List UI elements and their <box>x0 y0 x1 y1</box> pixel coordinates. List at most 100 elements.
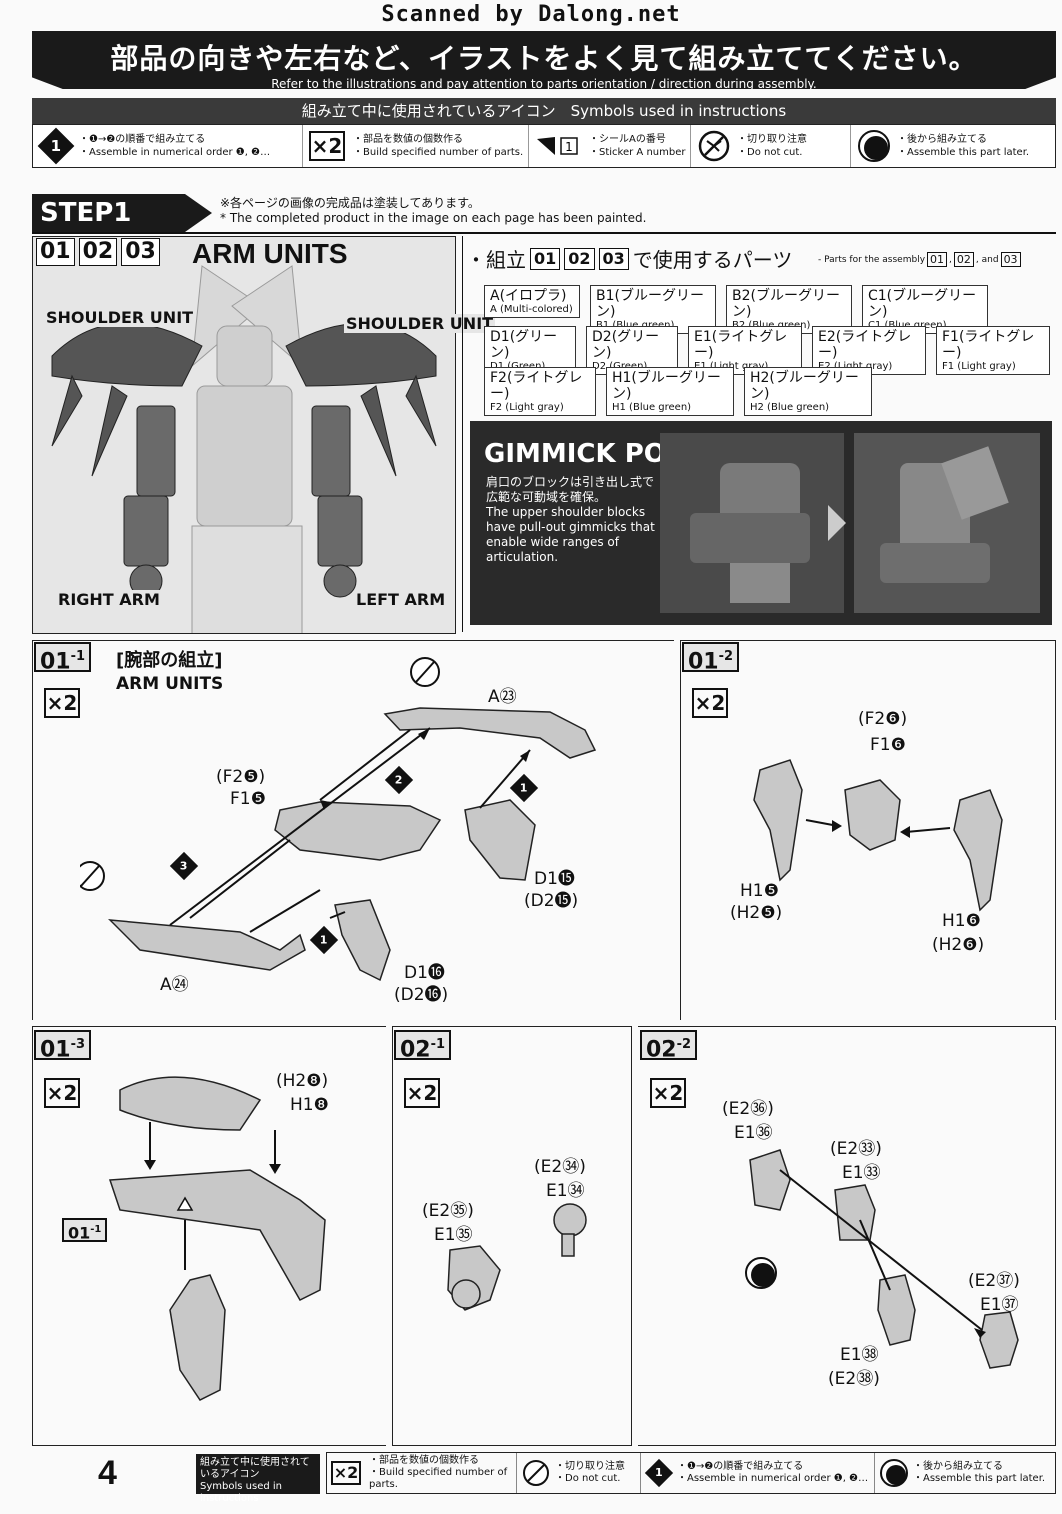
section-02-1-tag: 02-1 <box>394 1030 452 1062</box>
s013-x2-icon: ×2 <box>44 1078 80 1108</box>
c-e2-37: (E2㊲) <box>968 1271 1020 1291</box>
assemble-later-icon-2 <box>745 1257 777 1289</box>
c-a24: A㉔ <box>160 975 189 995</box>
s022-x2-icon: ×2 <box>650 1078 686 1108</box>
banner-jp: 部品の向きや左右など、イラストをよく見て組み立ててください。 <box>110 42 978 75</box>
c-e2-36: (E2㊱) <box>722 1099 774 1119</box>
step-number-02: 02 <box>78 238 118 266</box>
part-d2: D2(グリーン)D2 (Green) <box>586 326 678 375</box>
part-f2: F2(ライトグレー)F2 (Light gray) <box>484 367 596 416</box>
c-e2-33: (E2㉝) <box>830 1139 882 1159</box>
order-diamond-icon: 1 <box>37 127 75 165</box>
c-h1-5: H1❺ <box>740 881 779 901</box>
footer-do-not-cut-icon <box>523 1460 549 1486</box>
section-01-3 <box>32 1026 386 1446</box>
section-01-1-jp: [腕部の組立] <box>116 650 223 671</box>
s012-x2-icon: ×2 <box>692 688 728 718</box>
s011-x2-icon: ×2 <box>44 688 80 718</box>
gimmick-photos <box>660 433 1040 613</box>
c-f1-6: F1❻ <box>870 735 906 755</box>
c-d2-16: (D2⓰) <box>394 985 449 1005</box>
c-e2-38: (E2㊳) <box>828 1369 880 1389</box>
gimmick-point-panel: GIMMICK POINT 肩口のブロックは引き出し式で広範な可動域を確保。 T… <box>470 421 1052 625</box>
section-01-1 <box>32 640 674 1020</box>
symbol-count: ×2 ・部品を数値の個数作る・Build specified number of… <box>303 125 529 167</box>
section-02-2 <box>638 1026 1056 1446</box>
s021-diagram <box>447 1203 587 1311</box>
section-01-3-tag: 01-3 <box>34 1030 92 1062</box>
part-e1: E1(ライトグレー)E1 (Light gray) <box>688 326 802 375</box>
c-e1-33: E1㉝ <box>842 1163 881 1183</box>
part-h1: H1(ブルーグリーン)H1 (Blue green) <box>606 367 734 416</box>
part-b2: B2(ブルーグリーン)B2 (Blue green) <box>726 285 852 334</box>
s011-diagram <box>80 657 597 982</box>
footer-icons-label: 組み立て中に使用されているアイコン Symbols used in instru… <box>196 1454 320 1504</box>
right-arm-label: RIGHT ARM <box>56 590 162 609</box>
parts-note: - Parts for the assembly 01, 02 , and 03 <box>818 252 1021 267</box>
footer-x2-icon: ×2 <box>331 1461 361 1485</box>
footer-legend: ×2 ・部品を数値の個数作る・Build specified number of… <box>326 1452 1056 1494</box>
c-d2-15: (D2⓯) <box>524 891 579 911</box>
part-d1: D1(グリーン)D1 (Green) <box>484 326 576 375</box>
part-e2: E2(ライトグレー)E2 (Light gray) <box>812 326 926 375</box>
sticker-icon: 1 <box>537 137 578 155</box>
symbol-sticker: 1 ・シールAの番号・Sticker A number <box>529 125 691 167</box>
c-e1-38: E1㊳ <box>840 1345 879 1365</box>
section-02-2-tag: 02-2 <box>640 1030 698 1062</box>
c-a23: A㉓ <box>488 687 517 707</box>
step-number-01: 01 <box>36 238 75 266</box>
section-02-1 <box>392 1026 632 1446</box>
assemble-later-icon <box>858 130 890 162</box>
banner-en: Refer to the illustrations and pay atten… <box>271 77 817 91</box>
c-e1-36: E1㊱ <box>734 1123 773 1143</box>
c-d1-16: D1⓰ <box>404 963 445 983</box>
c-h2-6: (H2❻) <box>932 935 985 955</box>
part-a: A(イロプラ)A (Multi-colored) <box>484 285 580 318</box>
c-f2-5: (F2❺) <box>216 767 266 787</box>
c-h1-6: H1❻ <box>942 911 981 931</box>
c-e1-34: E1㉞ <box>546 1181 585 1201</box>
part-c1: C1(ブルーグリーン)C1 (Blue green) <box>862 285 988 334</box>
c-h1-8: H1❽ <box>290 1095 329 1115</box>
do-not-cut-icon <box>698 130 730 162</box>
hero-image <box>32 236 456 635</box>
section-01-1-en: ARM UNITS <box>116 674 224 694</box>
c-e1-37: E1㊲ <box>980 1295 1019 1315</box>
c-d1-15: D1⓯ <box>534 869 575 889</box>
c-e1-35: E1㉟ <box>434 1225 473 1245</box>
x2-icon: ×2 <box>309 131 345 161</box>
step-number-03: 03 <box>121 238 160 266</box>
s013-diagram <box>108 1076 326 1401</box>
c-e2-34: (E2㉞) <box>534 1157 586 1177</box>
robot-illustration <box>32 236 456 635</box>
scanner-watermark: Scanned by Dalong.net <box>381 2 681 27</box>
section-01-2 <box>680 640 1056 1020</box>
s022-diagram <box>749 1149 1019 1369</box>
c-f1-5: F1❺ <box>230 789 266 809</box>
c-h2-5: (H2❺) <box>730 903 783 923</box>
step-tab: STEP1 <box>32 194 212 232</box>
c-e2-35: (E2㉟) <box>422 1201 474 1221</box>
symbol-order: 1 ・❶→❷の順番で組み立てる・Assemble in numerical or… <box>33 125 303 167</box>
part-h2: H2(ブルーグリーン)H2 (Blue green) <box>744 367 872 416</box>
painted-note: ※各ページの画像の完成品は塗装してあります。 * The completed p… <box>220 196 647 225</box>
symbol-nocut: ・切り取り注意・Do not cut. <box>691 125 851 167</box>
section-01-1-tag: 01-1 <box>34 642 92 674</box>
svg-text:1: 1 <box>565 140 573 154</box>
ref-01-1-tag: 01-1 <box>62 1218 108 1242</box>
s021-x2-icon: ×2 <box>404 1078 440 1108</box>
symbol-later: ・後から組み立てる・Assemble this part later. <box>851 125 1051 167</box>
page-number: 4 <box>98 1454 117 1492</box>
step-numbers: 01 02 03 <box>36 238 160 266</box>
c-f2-6: (F2❻) <box>858 709 908 729</box>
footer-assemble-later-icon <box>880 1459 908 1487</box>
part-b1: B1(ブルーグリーン)B1 (Blue green) <box>590 285 716 334</box>
part-f1: F1(ライトグレー)F1 (Light gray) <box>936 326 1050 375</box>
parts-used-heading: ・組立 01 02 03 で使用するパーツ <box>466 247 793 272</box>
step-title: ARM UNITS <box>192 238 348 269</box>
section-01-2-tag: 01-2 <box>682 642 740 674</box>
shoulder-unit-right-label: SHOULDER UNIT <box>344 314 496 333</box>
symbols-header: 組み立て中に使用されているアイコン Symbols used in instru… <box>32 98 1056 124</box>
footer-order-icon: 1 <box>644 1458 674 1488</box>
left-arm-label: LEFT ARM <box>354 590 448 609</box>
